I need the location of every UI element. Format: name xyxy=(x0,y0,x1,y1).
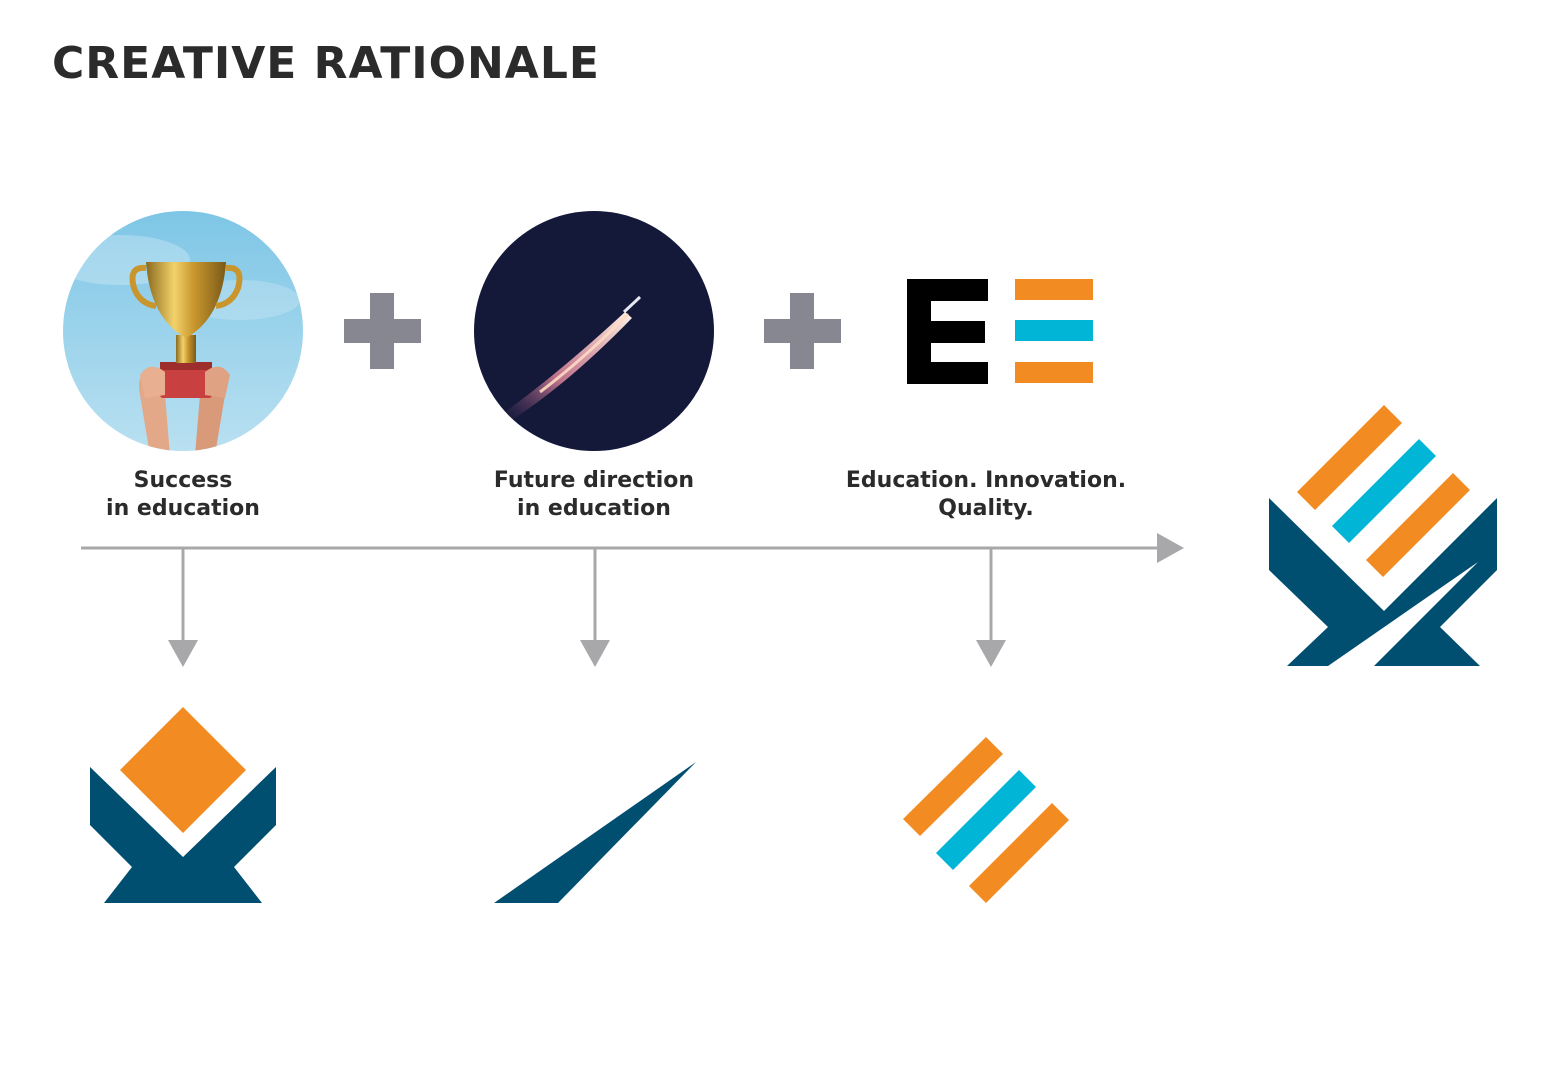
striped-e xyxy=(1015,279,1093,383)
label-line: in education xyxy=(517,496,671,521)
down-arrow xyxy=(168,548,198,667)
down-arrow xyxy=(976,548,1006,667)
label-line: in education xyxy=(106,496,260,521)
plus-icon xyxy=(344,293,421,369)
concept-label-success: Success in education xyxy=(83,467,283,523)
label-line: Success xyxy=(133,468,233,493)
down-arrow xyxy=(580,548,610,667)
trophy-photo xyxy=(63,211,303,451)
letter-e-black xyxy=(907,279,988,384)
concept-label-future: Future direction in education xyxy=(474,467,714,523)
concept-label-quality: Education. Innovation. Quality. xyxy=(836,467,1136,523)
label-line: Future direction xyxy=(493,468,695,493)
timeline-arrow xyxy=(81,533,1184,563)
rocket-photo xyxy=(474,211,714,451)
plus-icon xyxy=(764,293,841,369)
page-title: CREATIVE RATIONALE xyxy=(52,38,600,89)
ee-mark xyxy=(907,279,1093,384)
label-line: Quality. xyxy=(938,496,1034,521)
label-line: Education. Innovation. xyxy=(845,468,1127,493)
final-logo xyxy=(1269,405,1497,666)
rocket-streak-shape xyxy=(494,762,696,903)
trophy-shape xyxy=(90,707,276,903)
diagonal-stripes-shape xyxy=(903,737,1069,903)
